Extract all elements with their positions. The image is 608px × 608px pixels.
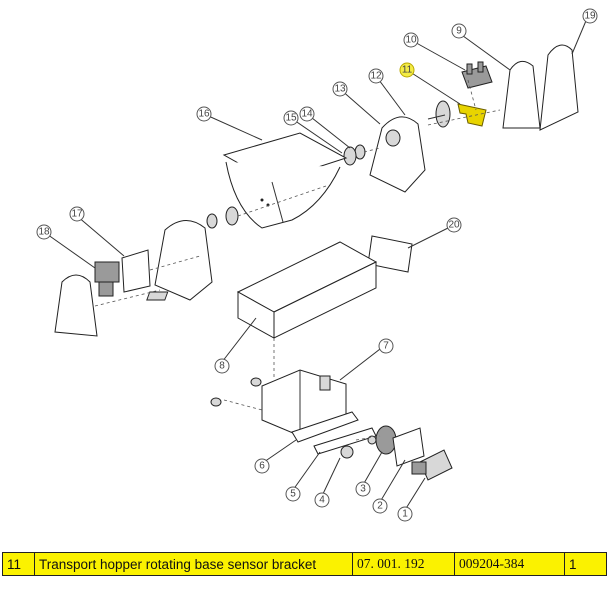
parts-table: 11 Transport hopper rotating base sensor… [2, 552, 607, 576]
svg-text:13: 13 [334, 84, 346, 95]
callout-16: 16 [196, 106, 212, 122]
part-16-hopper [222, 132, 348, 229]
callout-17: 17 [69, 206, 85, 222]
part-17-motor-bracket [121, 249, 151, 293]
svg-text:8: 8 [219, 361, 225, 372]
callout-2: 2 [372, 498, 388, 514]
assembly-lines [94, 79, 501, 441]
left-washers [206, 206, 239, 229]
part-4-nut [340, 445, 354, 459]
callout-9: 9 [451, 23, 467, 39]
callout-4: 4 [314, 492, 330, 508]
callout-3: 3 [355, 481, 371, 497]
part-description: Transport hopper rotating base sensor br… [34, 552, 353, 576]
callout-8: 8 [214, 358, 230, 374]
part-12-disc [427, 100, 451, 128]
callout-10: 10 [403, 32, 419, 48]
callout-6: 6 [254, 458, 270, 474]
callout-12: 12 [368, 68, 384, 84]
callout-5: 5 [285, 486, 301, 502]
exploded-assembly-diagram: 1 2 3 4 5 6 7 8 9 10 11 12 13 14 15 16 1… [36, 8, 598, 522]
part-code: 07. 001. 192 [352, 552, 455, 576]
svg-text:12: 12 [370, 71, 382, 82]
leader-lines [43, 15, 589, 511]
part-19-end-plate [539, 44, 579, 131]
part-13-bearing-block [369, 116, 426, 193]
part-9-side-plate [502, 60, 541, 129]
callout-1: 1 [397, 506, 413, 522]
callout-7: 7 [378, 338, 394, 354]
svg-text:18: 18 [38, 227, 50, 238]
svg-text:1: 1 [402, 509, 408, 520]
part-20-plate [367, 235, 413, 273]
part-8-base-frame [146, 241, 378, 339]
part-1-motor [411, 449, 453, 481]
callout-15: 15 [283, 110, 299, 126]
callout-13: 13 [332, 81, 348, 97]
quantity: 1 [564, 552, 607, 576]
item-number: 11 [2, 552, 35, 576]
svg-text:5: 5 [290, 489, 296, 500]
svg-text:20: 20 [448, 220, 460, 231]
part-18-motor [94, 261, 120, 297]
callout-18: 18 [36, 224, 52, 240]
svg-text:4: 4 [319, 495, 325, 506]
table-row: 11 Transport hopper rotating base sensor… [2, 552, 607, 576]
svg-text:16: 16 [198, 109, 210, 120]
svg-text:9: 9 [456, 26, 462, 37]
part-10-sensor [461, 61, 493, 89]
part-14-15-washers [343, 144, 366, 166]
left-end-plate [54, 274, 98, 337]
svg-text:14: 14 [301, 109, 313, 120]
part-6-rail [291, 411, 359, 443]
drawing-number: 009204-384 [454, 552, 565, 576]
callout-19: 19 [582, 8, 598, 24]
svg-text:2: 2 [377, 501, 383, 512]
svg-text:15: 15 [285, 113, 297, 124]
svg-text:6: 6 [259, 461, 265, 472]
part-2-plate [392, 427, 425, 467]
svg-text:10: 10 [405, 35, 417, 46]
svg-text:17: 17 [71, 209, 83, 220]
callout-14: 14 [299, 106, 315, 122]
callout-11: 11 [399, 62, 415, 78]
callout-20: 20 [446, 217, 462, 233]
left-bearing-block [154, 220, 213, 301]
svg-text:7: 7 [383, 341, 389, 352]
part-11-sensor-bracket [457, 103, 487, 127]
svg-text:11: 11 [402, 65, 413, 76]
svg-text:3: 3 [360, 484, 366, 495]
svg-text:19: 19 [584, 11, 596, 22]
